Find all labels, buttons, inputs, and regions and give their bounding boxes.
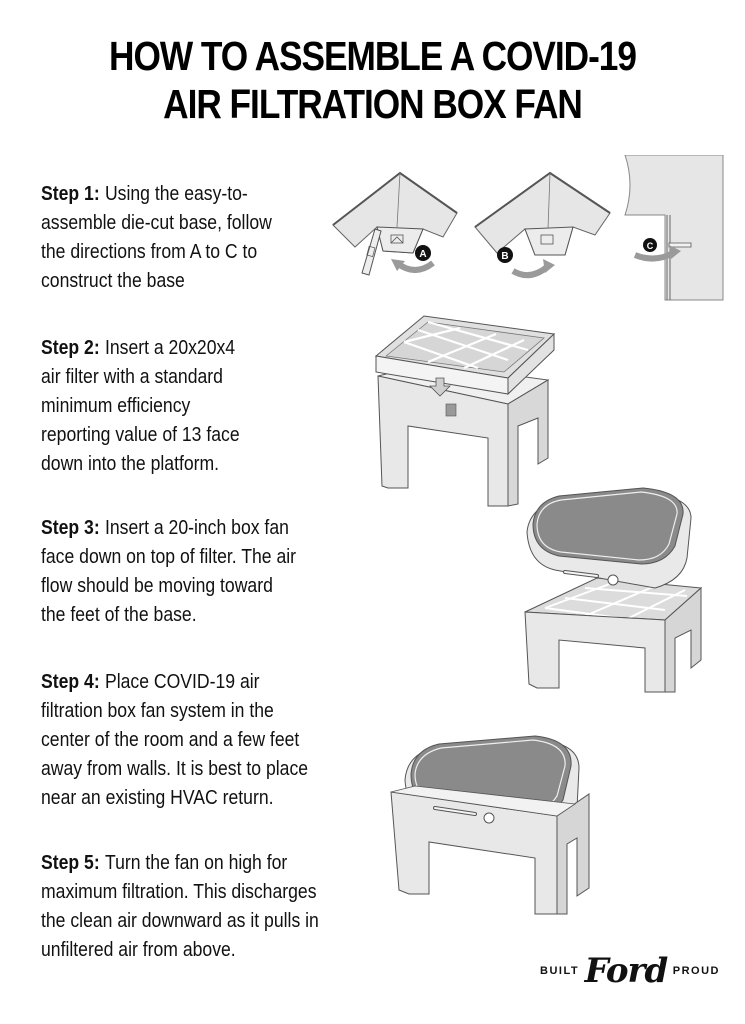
step-1-label: Step 1: bbox=[41, 183, 100, 205]
step-3-diagram bbox=[515, 470, 720, 695]
step-3-label: Step 3: bbox=[41, 517, 100, 539]
fan-onto-filter-icon bbox=[524, 487, 703, 693]
step-2-text: Step 2:Insert a 20x20x4 air filter with … bbox=[41, 337, 240, 475]
step-4-text: Step 4:Place COVID-19 air filtration box… bbox=[41, 671, 309, 809]
assembled-fan-unit-icon bbox=[390, 735, 590, 915]
step-2-diagram bbox=[368, 308, 558, 508]
step-1-text: Step 1:Using the easy-to- assemble die-c… bbox=[41, 183, 272, 292]
svg-text:A: A bbox=[419, 249, 426, 260]
step-1-diagram: A B C bbox=[325, 155, 735, 305]
title-line-2: AIR FILTRATION BOX FAN bbox=[163, 81, 583, 127]
footer-proud: PROUD bbox=[672, 965, 720, 977]
fold-step-b-icon: B bbox=[474, 171, 611, 279]
base-fold-diagram-icon: A B C bbox=[332, 155, 724, 301]
svg-text:B: B bbox=[501, 251, 508, 262]
title-line-1: HOW TO ASSEMBLE A COVID-19 bbox=[109, 33, 637, 79]
filter-into-base-icon bbox=[374, 315, 556, 507]
footer-built: BUILT bbox=[540, 965, 580, 977]
step-5-label: Step 5: bbox=[41, 852, 100, 874]
ford-logo-script: Ford bbox=[584, 951, 669, 991]
svg-text:C: C bbox=[647, 241, 654, 251]
fold-step-a-icon: A bbox=[332, 171, 458, 276]
fold-step-c-icon: C bbox=[624, 155, 724, 301]
step-2-label: Step 2: bbox=[41, 337, 100, 359]
step-5-text: Step 5:Turn the fan on high for maximum … bbox=[41, 852, 319, 961]
step-3-text: Step 3:Insert a 20-inch box fan face dow… bbox=[41, 517, 297, 626]
step-4-diagram bbox=[385, 708, 595, 918]
step-4-label: Step 4: bbox=[41, 671, 100, 693]
built-ford-proud-logo: BUILT Ford PROUD bbox=[540, 950, 720, 992]
page-title: HOW TO ASSEMBLE A COVID-19 AIR FILTRATIO… bbox=[52, 32, 693, 128]
